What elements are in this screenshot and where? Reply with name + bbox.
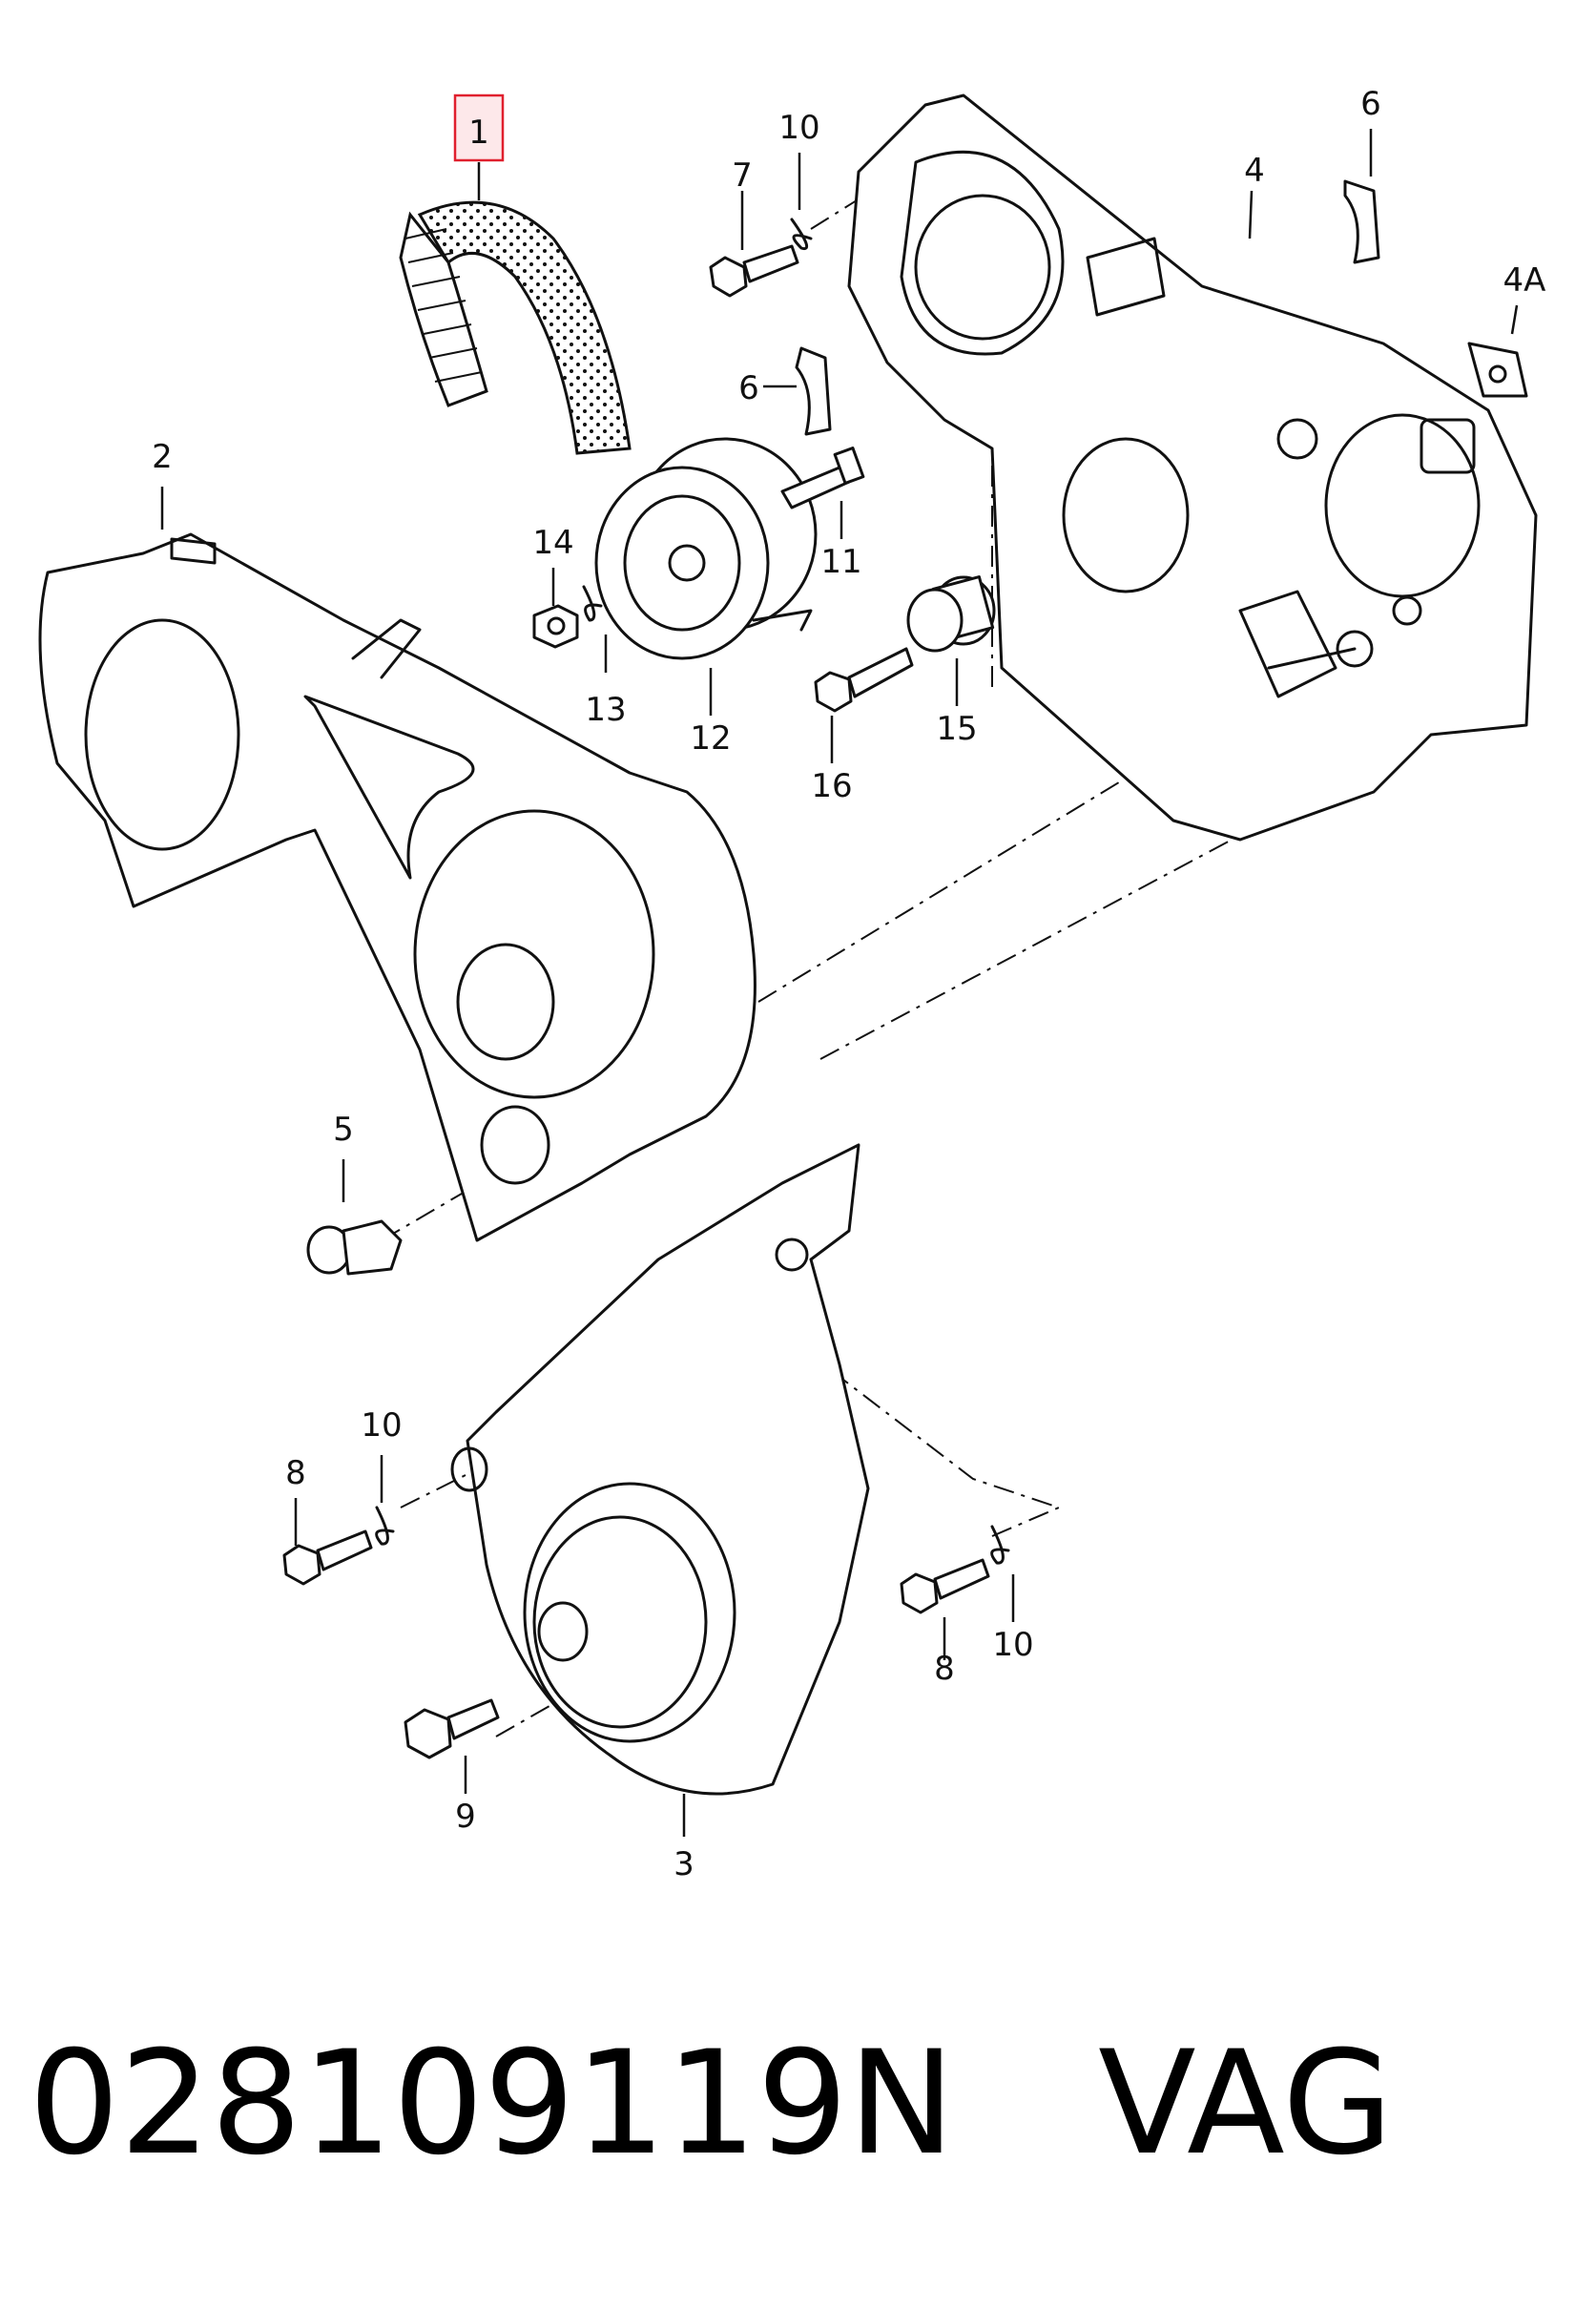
callouts: 1 2 3 4 4A 5 6 6 7 8 8 9 10 10 10 11 12 … <box>152 85 1545 1883</box>
callout-11[interactable]: 11 <box>820 543 861 581</box>
bolt-lower-right <box>900 1558 990 1614</box>
callout-8-left[interactable]: 8 <box>285 1454 306 1492</box>
timing-belt[interactable] <box>399 200 632 455</box>
lower-timing-cover <box>450 1143 870 1796</box>
callout-12[interactable]: 12 <box>690 719 731 758</box>
exploded-parts-diagram: 1 2 3 4 4A 5 6 6 7 8 8 9 10 10 10 11 12 … <box>38 85 1545 1883</box>
bolt-flange <box>404 1698 500 1759</box>
bolt-idler <box>814 647 914 713</box>
washer-upper <box>790 218 813 251</box>
callout-9[interactable]: 9 <box>455 1798 476 1836</box>
rivet <box>306 1219 403 1276</box>
callout-6-upper[interactable]: 6 <box>1360 85 1381 123</box>
leader-lines <box>160 129 1519 1837</box>
rear-timing-cover <box>847 94 1538 842</box>
washer-lower-right <box>990 1525 1010 1565</box>
callout-4a[interactable]: 4A <box>1503 261 1546 300</box>
callout-10-lower-left[interactable]: 10 <box>361 1406 402 1445</box>
nut-plate <box>1467 342 1528 398</box>
washer-small <box>582 585 603 622</box>
bolt-lower-left <box>282 1529 373 1586</box>
callout-3[interactable]: 3 <box>674 1845 694 1883</box>
stud <box>780 447 865 510</box>
callout-8-right[interactable]: 8 <box>934 1650 955 1688</box>
callout-10-lower-right[interactable]: 10 <box>992 1626 1033 1664</box>
clip-middle <box>795 346 832 436</box>
callout-16[interactable]: 16 <box>811 767 852 805</box>
callout-5[interactable]: 5 <box>333 1111 354 1149</box>
callout-1[interactable]: 1 <box>468 114 489 152</box>
callout-7[interactable]: 7 <box>732 156 753 195</box>
bolt-upper <box>709 244 799 298</box>
callout-2[interactable]: 2 <box>152 438 173 476</box>
clip-upper <box>1343 179 1380 264</box>
callout-13[interactable]: 13 <box>585 691 626 729</box>
tensioner-pulley <box>594 437 818 660</box>
nut <box>532 604 579 649</box>
callout-6-middle[interactable]: 6 <box>738 369 759 407</box>
callout-4[interactable]: 4 <box>1244 152 1265 190</box>
callout-1-highlight <box>453 94 505 162</box>
callout-10-upper[interactable]: 10 <box>778 109 819 147</box>
brand-name: VAG <box>1098 2021 1394 2187</box>
part-caption: 028109119N VAG <box>29 2008 1555 2199</box>
part-number: 028109119N <box>29 2021 956 2187</box>
upper-timing-cover <box>38 532 757 1242</box>
callout-15[interactable]: 15 <box>936 710 977 748</box>
callout-14[interactable]: 14 <box>532 524 573 562</box>
idler-roller <box>906 575 996 653</box>
washer-lower-left <box>375 1506 395 1546</box>
